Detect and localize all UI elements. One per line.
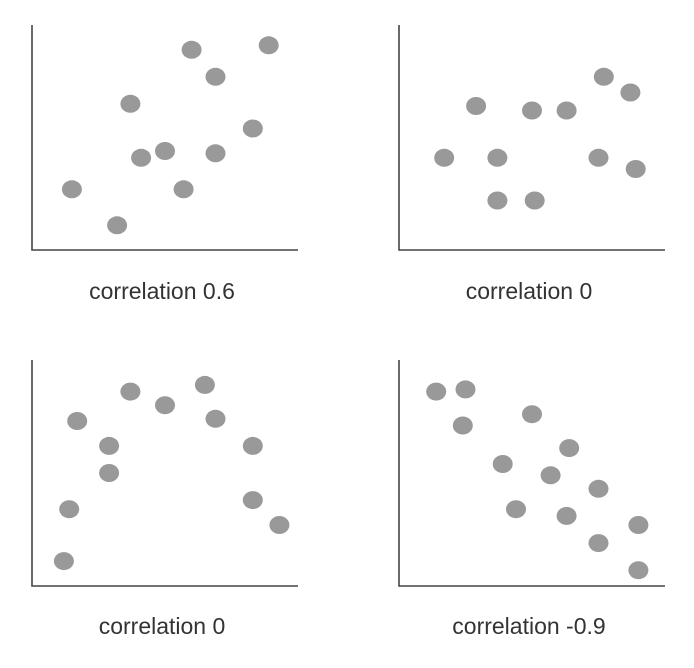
scatter-point — [522, 101, 542, 120]
scatter-point — [540, 466, 561, 485]
panel-2-points — [434, 67, 646, 210]
panel-3-points — [53, 375, 290, 571]
scatter-point — [524, 191, 545, 210]
panel-4-axes — [398, 360, 665, 587]
scatter-point — [181, 40, 202, 59]
scatter-point — [522, 405, 542, 424]
scatter-point — [67, 412, 88, 430]
scatter-point — [194, 375, 215, 394]
scatter-point — [205, 409, 226, 428]
panel-2-axes — [398, 25, 665, 251]
scatter-point — [466, 97, 487, 115]
scatter-point — [99, 436, 120, 455]
panel-1-caption: correlation 0.6 — [89, 278, 235, 304]
scatter-point — [556, 506, 577, 525]
scatter-point — [492, 455, 513, 473]
scatter-point — [242, 119, 263, 138]
scatter-point — [269, 516, 290, 534]
scatter-point — [120, 382, 141, 401]
scatter-point — [487, 148, 508, 167]
scatter-point — [452, 416, 473, 435]
scatter-point — [628, 516, 649, 534]
scatter-point — [107, 216, 128, 235]
scatter-point — [242, 436, 263, 455]
scatter-point — [426, 382, 447, 401]
scatter-point — [155, 396, 175, 415]
scatter-point — [99, 464, 120, 482]
scatter-point — [61, 180, 82, 199]
panel-1-points — [61, 36, 279, 235]
scatter-point — [506, 500, 526, 519]
panel-4-caption: correlation -0.9 — [452, 613, 605, 639]
panel-4-points — [426, 380, 649, 580]
scatter-point — [242, 491, 263, 510]
scatter-point — [131, 148, 152, 167]
scatter-point — [593, 67, 614, 86]
scatter-point — [59, 500, 80, 519]
scatter-point — [434, 148, 455, 167]
scatter-point — [205, 67, 226, 86]
panel-3-axes — [31, 360, 298, 587]
scatter-point — [559, 439, 580, 458]
scatter-point — [588, 534, 609, 553]
scatter-point — [588, 479, 609, 498]
scatter-point — [53, 552, 74, 571]
scatter-point — [620, 83, 641, 102]
panel-3: correlation 0 — [31, 360, 298, 639]
scatter-point — [625, 160, 646, 178]
panel-4: correlation -0.9 — [398, 360, 665, 639]
scatter-point — [455, 380, 476, 399]
scatter-point — [173, 180, 194, 199]
panel-1-axes — [31, 25, 298, 251]
scatter-point — [205, 144, 226, 163]
panel-1: correlation 0.6 — [31, 25, 298, 304]
panel-2: correlation 0 — [398, 25, 665, 304]
panel-2-caption: correlation 0 — [466, 278, 593, 304]
scatter-point — [556, 101, 577, 120]
scatter-point — [155, 142, 175, 160]
scatter-point — [120, 94, 141, 113]
panel-3-caption: correlation 0 — [99, 613, 226, 639]
scatter-point — [487, 191, 508, 210]
scatter-point — [588, 148, 609, 167]
scatter-point — [258, 36, 279, 55]
scatter-point — [628, 561, 649, 580]
